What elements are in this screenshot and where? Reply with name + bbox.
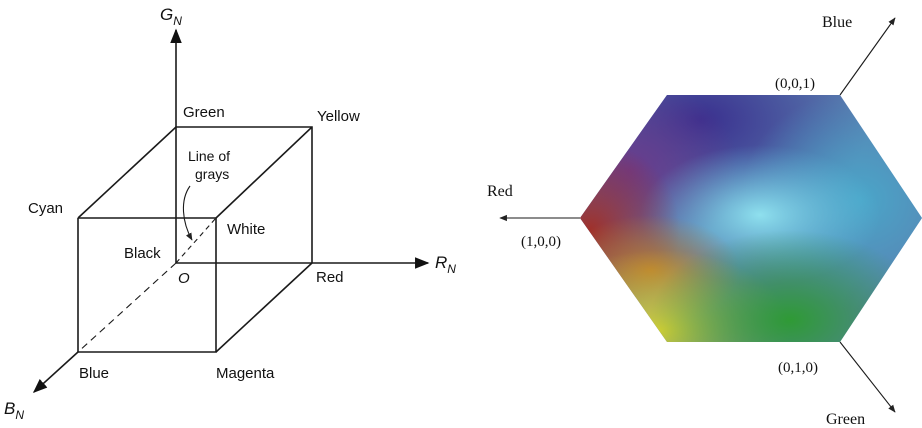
cube-front-face [77, 217, 217, 353]
hex-axis-label-green: Green [826, 411, 865, 428]
vertex-label-yellow: Yellow [317, 108, 360, 125]
vertex-label-red: Red [316, 269, 344, 286]
b-axis-outer [32, 351, 79, 393]
gray-line-pointer-arrow [182, 185, 193, 241]
vertex-label-cyan: Cyan [28, 200, 63, 217]
rgb-cube-diagram: GN RN BN Green Yellow Cyan White Black O… [4, 5, 456, 422]
b-axis-dashed [77, 262, 177, 353]
vertex-label-black: Black [124, 245, 161, 262]
vertex-label-white: White [227, 221, 265, 238]
b-axis-label: BN [4, 399, 24, 422]
gray-line-label-line2: grays [195, 166, 229, 182]
hex-point-label-blue: (0,0,1) [775, 76, 815, 92]
color-hexagon-diagram: Blue Red Green (0,0,1) (1,0,0) (0,1,0) [487, 14, 922, 428]
vertex-label-blue: Blue [79, 365, 109, 382]
hex-axis-label-red: Red [487, 183, 513, 200]
hex-axis-label-blue: Blue [822, 14, 852, 31]
cube-edge-cyan-green [77, 126, 177, 219]
gray-line [175, 217, 217, 264]
vertex-label-green: Green [183, 104, 225, 121]
cube-edge-magenta-red [215, 262, 313, 353]
g-axis-label: GN [160, 5, 182, 28]
blue-axis-arrow [839, 17, 896, 96]
vertex-label-origin: O [178, 270, 190, 287]
green-axis-arrow [839, 341, 896, 413]
r-axis-label: RN [435, 253, 456, 276]
cube-edge-white-yellow [215, 126, 313, 219]
hex-point-label-green: (0,1,0) [778, 360, 818, 376]
hex-point-label-red: (1,0,0) [521, 234, 561, 250]
gray-line-label-line1: Line of [188, 148, 230, 164]
vertex-label-magenta: Magenta [216, 365, 275, 382]
hexagon-fill [580, 95, 922, 342]
